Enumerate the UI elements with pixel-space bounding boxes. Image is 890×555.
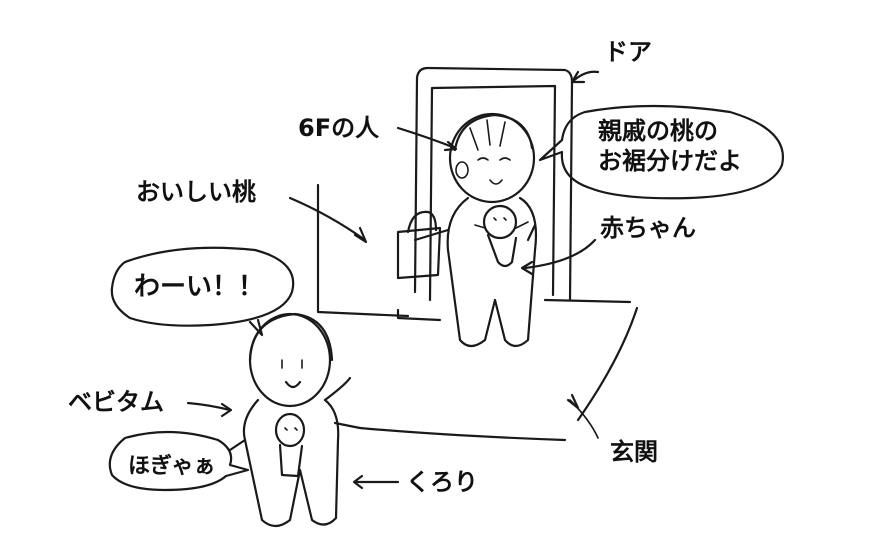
bebitamu-drawing: [228, 312, 352, 528]
label-delicious-peach: おいしい桃: [136, 178, 256, 206]
label-kurori: くろり: [406, 468, 478, 496]
label-door: ドア: [604, 38, 652, 66]
sixth-floor-person: [413, 112, 538, 348]
baby-drawing: [474, 204, 529, 268]
bubble-line-1: 親戚の桃の: [598, 117, 718, 145]
bubble-line-2: お裾分けだよ: [598, 147, 742, 175]
bubble-text-waai: わーい！！: [134, 272, 265, 302]
label-bebitamu: ベビタム: [68, 388, 164, 416]
label-baby: 赤ちゃん: [600, 214, 696, 242]
label-sixth-floor-person: 6Fの人: [298, 114, 380, 142]
speech-bubble-hogyaa: [108, 430, 250, 492]
label-entrance: 玄関: [610, 438, 658, 466]
annotation-arrows: [186, 70, 600, 490]
kurori-drawing: [274, 412, 306, 478]
speech-bubble-waai: [110, 246, 295, 337]
speech-bubble-relative: [538, 104, 785, 200]
bubble-text-relative: 親戚の桃の お裾分けだよ: [598, 116, 742, 176]
door-frame: [413, 66, 574, 302]
peach-bag: [396, 210, 442, 280]
bubble-text-hogyaa: ほぎゃぁ: [128, 454, 216, 479]
hallway-lines: [288, 183, 639, 442]
